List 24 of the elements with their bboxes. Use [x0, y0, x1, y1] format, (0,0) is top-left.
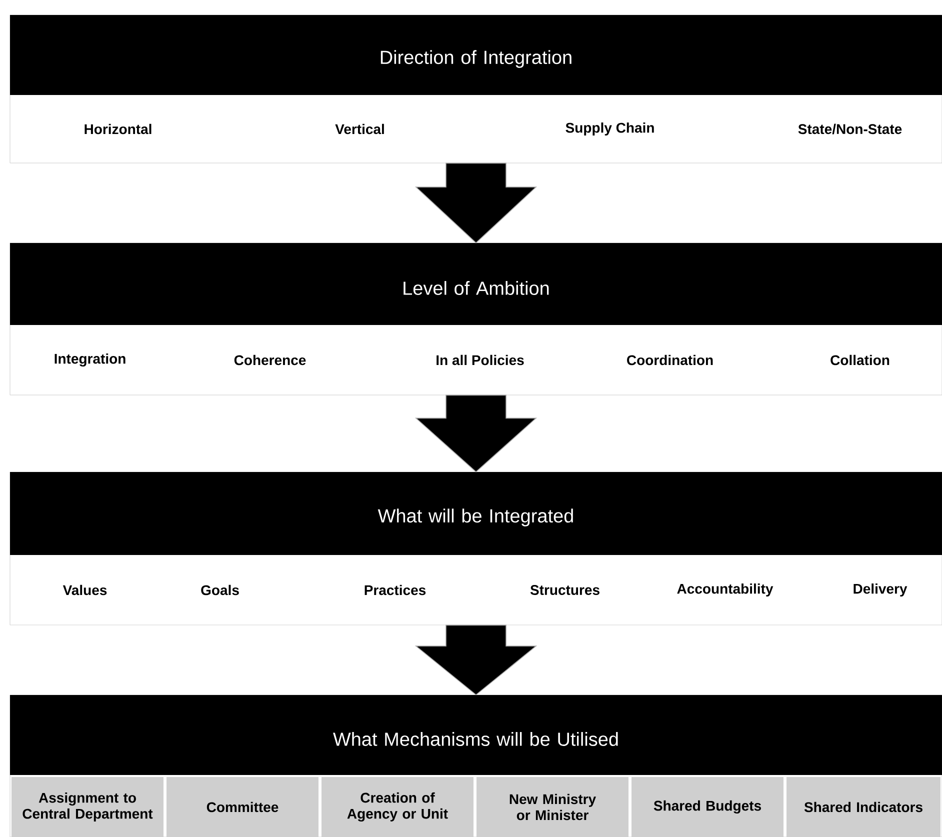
mechanism-cell: Assignment to Central Department — [12, 777, 164, 837]
mechanism-cell: New Ministry or Minister — [476, 777, 628, 837]
item-label: Horizontal — [84, 124, 152, 134]
item-label: Vertical — [335, 124, 384, 134]
item-label: Accountability — [677, 583, 774, 597]
block-arrow — [414, 162, 538, 244]
item-label: In all Policies — [436, 354, 524, 366]
item-label: Integration — [54, 353, 126, 367]
mechanism-cell: Committee — [166, 777, 318, 837]
mechanism-cell: Creation of Agency or Unit — [322, 777, 474, 837]
item-label: Coordination — [627, 354, 713, 366]
item-label: Supply Chain — [566, 122, 654, 136]
mechanism-cell: Shared Indicators — [786, 777, 940, 837]
block-arrow — [414, 624, 538, 696]
mechanism-cell: Shared Budgets — [632, 777, 784, 837]
item-label: Coherence — [234, 354, 306, 366]
block-arrow — [414, 394, 538, 472]
item-label: Collation — [830, 354, 890, 366]
item-label: Delivery — [854, 583, 908, 597]
item-label: Structures — [530, 585, 600, 595]
item-label: State/Non-State — [798, 124, 902, 134]
item-label: Values — [62, 584, 107, 596]
item-label: Goals — [201, 584, 239, 596]
item-label: Practices — [364, 584, 426, 596]
